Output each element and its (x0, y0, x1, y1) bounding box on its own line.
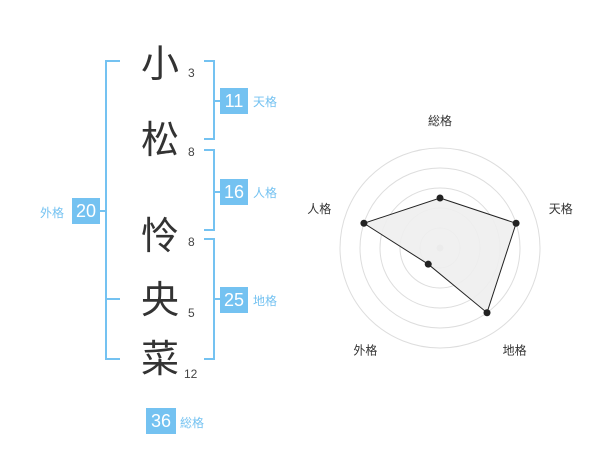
name-char-3: 怜 (140, 214, 179, 258)
gaikaku-badge: 20 (72, 198, 100, 224)
stroke-count-4: 5 (188, 306, 195, 320)
radar-axis-label-3: 地格 (503, 343, 527, 358)
stroke-count-3: 8 (188, 235, 195, 249)
stroke-count-2: 8 (188, 145, 195, 159)
tenkaku-label: 天格 (253, 95, 278, 109)
name-char-1: 小 (140, 42, 179, 86)
radar-axis-label-2: 天格 (549, 201, 573, 216)
radar-point-4 (424, 260, 432, 268)
name-char-2: 松 (140, 118, 179, 162)
radar-point-5 (360, 219, 368, 227)
radar-axis-label-5: 人格 (307, 201, 331, 216)
jinkaku-label: 人格 (253, 186, 278, 200)
radar-points (360, 194, 520, 317)
radar-point-1 (436, 194, 444, 202)
tenkaku-badge: 11 (220, 88, 248, 114)
jinkaku-bracket (204, 149, 215, 231)
soukaku-badge: 36 (146, 408, 176, 434)
radar-ring (359, 167, 521, 329)
soukaku-label: 総格 (180, 416, 205, 430)
stroke-count-1: 3 (188, 66, 195, 80)
name-char-4: 央 (140, 278, 179, 322)
radar-point-2 (512, 219, 520, 227)
radar-point-3 (483, 309, 491, 317)
name-char-5: 菜 (140, 337, 179, 381)
stroke-count-5: 12 (184, 367, 198, 381)
radar-axis-label-1: 総格 (428, 113, 452, 128)
gaikaku-label: 外格 (40, 206, 65, 220)
radar-axis-label-4: 外格 (353, 343, 377, 358)
radar-ring (339, 147, 541, 349)
chikaku-badge: 25 (220, 287, 248, 313)
chikaku-label: 地格 (253, 294, 278, 308)
radar-area (362, 197, 517, 314)
jinkaku-badge: 16 (220, 179, 248, 205)
